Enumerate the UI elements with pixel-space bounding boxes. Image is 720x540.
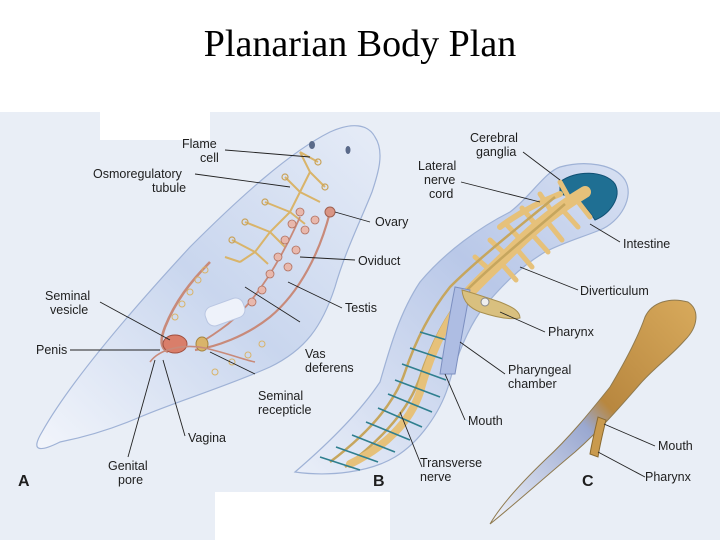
label-pharynx-b: Pharynx (548, 325, 595, 339)
panel-letter-b: B (373, 473, 385, 490)
label-diverticulum: Diverticulum (580, 284, 649, 298)
label-intestine: Intestine (623, 237, 670, 251)
label-testis: Testis (345, 301, 377, 315)
label-osmoregulatory-2: tubule (152, 181, 186, 195)
diagram-canvas: Flame cell Osmoregulatory tubule Ovary O… (0, 112, 720, 540)
label-seminal-vesicle-2: vesicle (50, 303, 88, 317)
label-vas-1: Vas (305, 347, 326, 361)
label-flame-cell-2: cell (200, 151, 219, 165)
label-mouth-c: Mouth (658, 439, 693, 453)
label-pharyngeal-1: Pharyngeal (508, 363, 571, 377)
label-seminal-vesicle-1: Seminal (45, 289, 90, 303)
label-ovary: Ovary (375, 215, 409, 229)
label-lateral-2: nerve (424, 173, 455, 187)
label-lateral-3: cord (429, 187, 453, 201)
label-seminal-recepticle-1: Seminal (258, 389, 303, 403)
label-transverse-2: nerve (420, 470, 451, 484)
slide-title: Planarian Body Plan (0, 22, 720, 66)
label-osmoregulatory-1: Osmoregulatory (93, 167, 183, 181)
label-pharyngeal-2: chamber (508, 377, 557, 391)
label-penis: Penis (36, 343, 67, 357)
label-pharynx-c: Pharynx (645, 470, 692, 484)
label-cerebral-1: Cerebral (470, 131, 518, 145)
label-genital-pore-2: pore (118, 473, 143, 487)
ovary (325, 207, 335, 217)
panel-letter-a: A (18, 473, 30, 490)
planarian-diagram: Flame cell Osmoregulatory tubule Ovary O… (0, 112, 720, 540)
label-vagina: Vagina (188, 431, 226, 445)
label-mouth-b: Mouth (468, 414, 503, 428)
label-genital-pore-1: Genital (108, 459, 148, 473)
label-transverse-1: Transverse (420, 456, 482, 470)
panel-letter-c: C (582, 473, 594, 490)
label-cerebral-2: ganglia (476, 145, 516, 159)
label-vas-2: deferens (305, 361, 354, 375)
label-lateral-1: Lateral (418, 159, 456, 173)
label-flame-cell-1: Flame (182, 137, 217, 151)
label-oviduct: Oviduct (358, 254, 401, 268)
label-seminal-recepticle-2: recepticle (258, 403, 312, 417)
